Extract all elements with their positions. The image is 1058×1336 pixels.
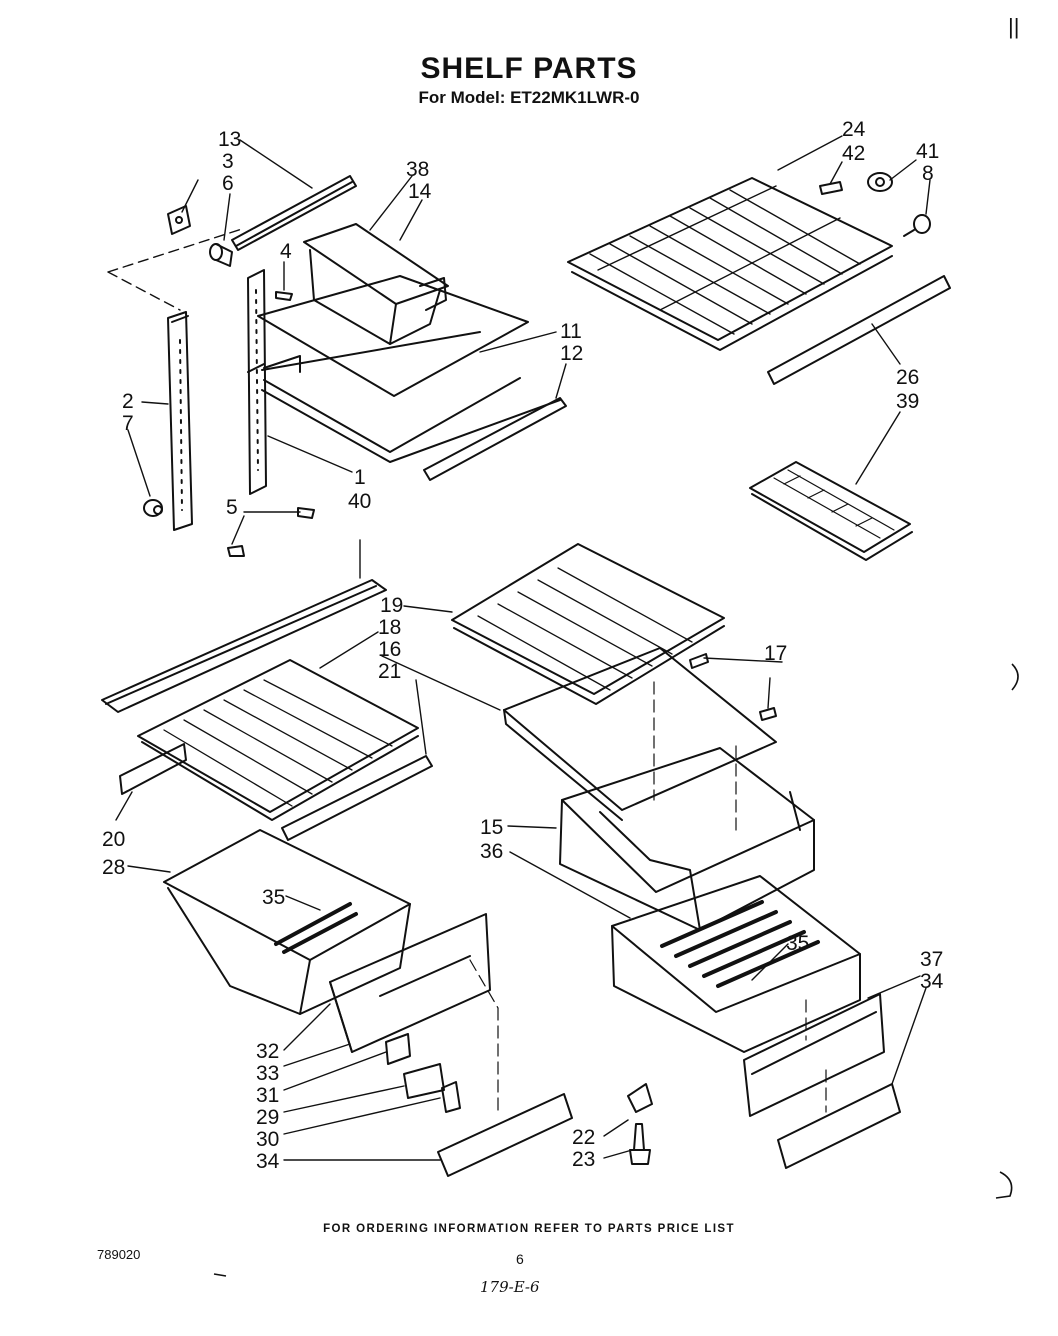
callout-2: 2 [122,390,134,413]
callout-36: 36 [480,840,503,863]
ordering-footer: FOR ORDERING INFORMATION REFER TO PARTS … [323,1223,735,1235]
screws-17 [689,653,777,721]
clip-3 [167,205,191,235]
callout-42: 42 [842,142,865,165]
callout-8: 8 [922,162,934,185]
screw-4 [275,291,293,301]
callout-16: 16 [378,638,401,661]
rail-13 [231,175,357,251]
upright-1 [247,269,267,495]
leader-lines [115,135,931,1161]
upright-2 [167,311,193,531]
screws-5 [227,507,315,557]
callout-4: 4 [280,240,292,263]
crisper-front-37 [743,993,885,1117]
callout-21: 21 [378,660,401,683]
callout-1: 1 [354,466,366,489]
callout-28: 28 [102,856,125,879]
model-subtitle: For Model: ET22MK1LWR-0 [418,88,640,107]
callout-34-left: 34 [256,1150,280,1173]
guide-lines-right [805,999,827,1113]
callout-33: 33 [256,1062,279,1085]
callout-14: 14 [408,180,432,203]
callout-34-right: 34 [920,970,944,993]
callout-32: 32 [256,1040,279,1063]
corner-mark: || [1008,14,1020,39]
callout-13: 13 [218,128,241,151]
knob-41 [867,172,893,192]
shelf-18 [137,659,419,821]
crisper-28 [163,829,411,1015]
handwritten-note: 179-E-6 [480,1278,540,1296]
cap-8 [903,214,931,237]
callout-35-left: 35 [262,886,285,909]
guide-lines-left [469,959,499,1111]
callout-labels: 13 3 6 38 14 4 2 7 5 1 40 11 12 24 42 41… [102,118,944,1173]
callout-20: 20 [102,828,125,851]
cover-16 [503,647,777,821]
roller-7 [143,499,163,517]
handle-31 [385,1033,411,1065]
rail-20 [119,743,187,795]
callout-23: 23 [572,1148,595,1171]
trim-12 [423,397,567,481]
clip-30 [441,1081,461,1113]
callout-24: 24 [842,118,866,141]
callout-22: 22 [572,1126,595,1149]
callout-29: 29 [256,1106,279,1129]
shelf-19 [451,543,725,705]
callout-19: 19 [380,594,403,617]
callout-30: 30 [256,1128,279,1151]
bin-15 [559,747,815,931]
callout-40: 40 [348,490,371,513]
ice-tray-39 [749,461,913,561]
bushing-6 [209,243,233,267]
dashed-shelf-outline [107,227,246,311]
document-number: 789020 [97,1247,141,1262]
scan-marks [213,663,1019,1277]
crisper-36 [611,875,861,1053]
callout-31: 31 [256,1084,279,1107]
leveling-leg-22-23 [627,1083,653,1165]
wire-shelf-24 [567,177,893,351]
page-title: SHELF PARTS [420,52,638,85]
fastener-42 [819,181,843,195]
callout-5: 5 [226,496,238,519]
callout-18: 18 [378,616,401,639]
callout-37: 37 [920,948,943,971]
callout-38: 38 [406,158,429,181]
shelf-frame [257,275,561,463]
bin-38 [303,223,449,345]
cover-34-left [437,1093,573,1177]
page-number: 6 [516,1251,524,1267]
callout-7: 7 [122,412,134,435]
callout-35-right: 35 [786,932,809,955]
trim-26 [767,275,951,385]
callout-15: 15 [480,816,503,839]
callout-39: 39 [896,390,919,413]
callout-41: 41 [916,140,939,163]
callout-12: 12 [560,342,583,365]
trim-40 [101,579,387,713]
crisper-front [329,913,491,1053]
callout-11: 11 [560,320,582,343]
callout-6: 6 [222,172,234,195]
slide-29 [403,1063,445,1099]
guide-lines [653,681,737,835]
callout-26: 26 [896,366,919,389]
callout-3: 3 [222,150,234,173]
callout-17: 17 [764,642,787,665]
trim-21 [281,755,433,841]
cover-34-right [777,1083,901,1169]
